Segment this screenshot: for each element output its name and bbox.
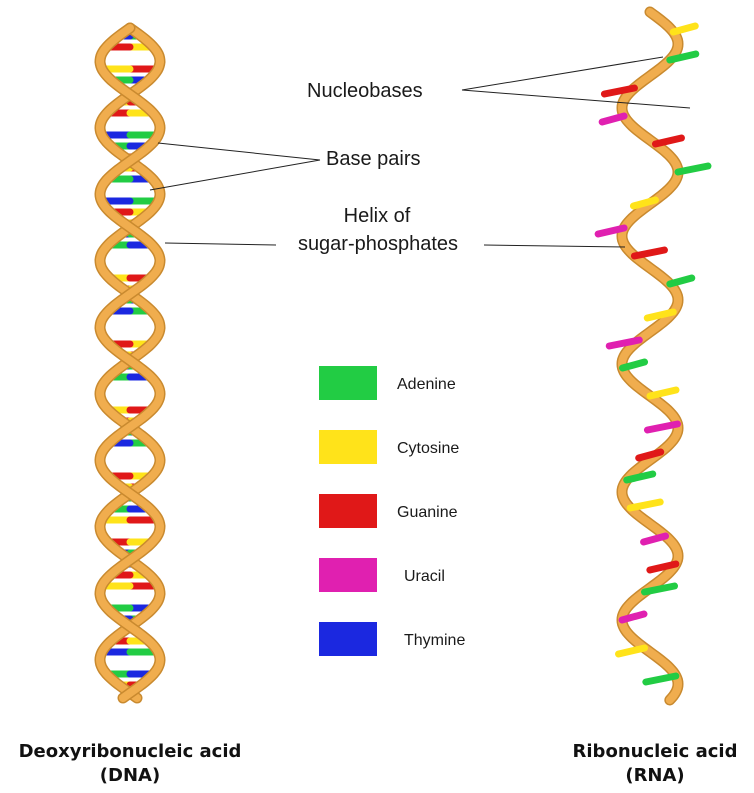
rna-base-cytosine xyxy=(673,26,695,32)
legend-label-adenine: Adenine xyxy=(397,376,456,393)
legend-label-cytosine: Cytosine xyxy=(397,440,459,457)
nucleobases-pointer-lower xyxy=(462,90,690,108)
helix-pointer-left xyxy=(165,243,276,245)
helix-label-line1: Helix of xyxy=(344,205,411,227)
rna-base-guanine xyxy=(634,250,664,256)
base-pairs-pointer-upper xyxy=(158,143,320,160)
rna-base-guanine xyxy=(655,138,681,144)
legend-swatch-cytosine xyxy=(319,430,377,464)
rna-base-cytosine xyxy=(650,390,676,396)
dna-double-helix xyxy=(100,28,160,698)
rna-caption-line1: Ribonucleic acid xyxy=(573,741,738,762)
legend-swatch-adenine xyxy=(319,366,377,400)
rna-single-helix xyxy=(598,12,708,700)
helix-pointer-right xyxy=(484,245,625,247)
legend-swatch-guanine xyxy=(319,494,377,528)
base-pairs-label: Base pairs xyxy=(326,148,421,170)
base-pairs-pointer-lower xyxy=(150,160,320,190)
rna-base-cytosine xyxy=(619,648,645,654)
legend-label-thymine: Thymine xyxy=(404,632,465,649)
dna-backbone-strand-2 xyxy=(100,28,160,698)
rna-backbone-edge xyxy=(622,12,678,700)
rna-base-uracil xyxy=(644,536,666,542)
legend-label-uracil: Uracil xyxy=(404,568,445,585)
dna-sugar-phosphate-backbones xyxy=(100,28,160,698)
helix-label-line2: sugar-phosphates xyxy=(298,233,458,255)
dna-caption-line2: (DNA) xyxy=(100,765,160,786)
dna-caption-line1: Deoxyribonucleic acid xyxy=(19,741,242,762)
legend-swatch-uracil xyxy=(319,558,377,592)
rna-base-adenine xyxy=(646,676,676,682)
legend-swatch-thymine xyxy=(319,622,377,656)
nucleobases-label: Nucleobases xyxy=(307,80,423,102)
rna-sugar-phosphate-backbone xyxy=(622,12,678,700)
rna-caption-line2: (RNA) xyxy=(625,765,684,786)
legend-label-guanine: Guanine xyxy=(397,504,458,521)
rna-base-cytosine xyxy=(630,502,660,508)
rna-base-adenine xyxy=(670,278,692,284)
